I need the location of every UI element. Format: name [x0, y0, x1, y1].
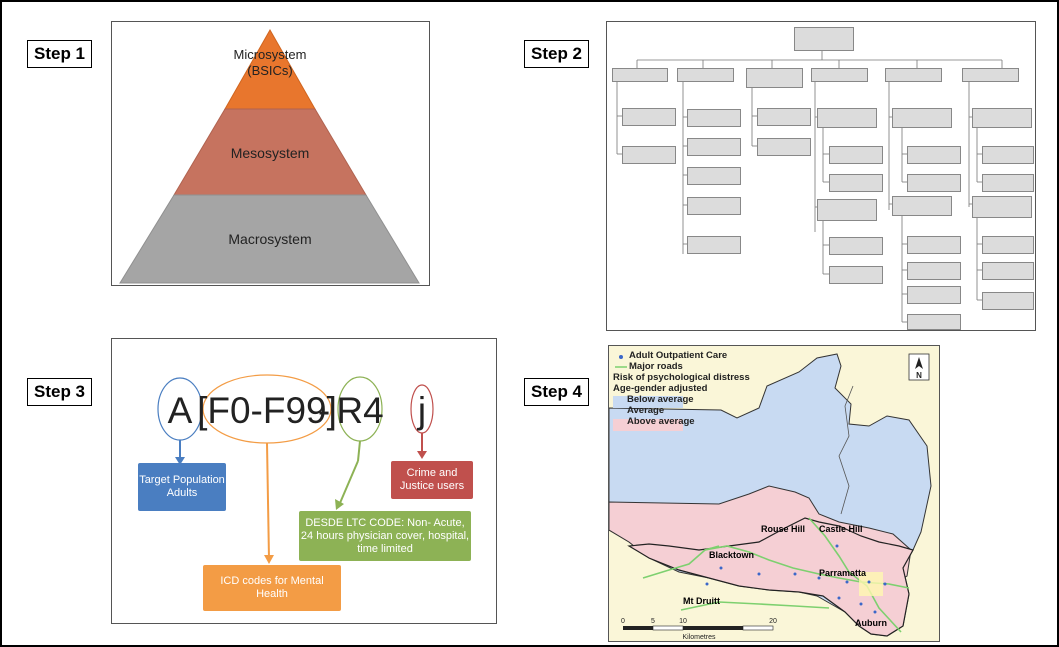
- org-chart-connectors: [616, 50, 1003, 323]
- org-node: [892, 108, 952, 128]
- legend-below-average-swatch: [613, 396, 683, 408]
- org-node: [829, 237, 883, 255]
- legend-age-gender: Age-gender adjusted: [613, 383, 708, 394]
- org-node: [687, 197, 741, 215]
- code-part-j: j: [417, 390, 426, 431]
- legend-risk: Risk of psychological distress: [613, 372, 750, 383]
- average-region: [859, 572, 883, 596]
- org-node: [982, 174, 1034, 192]
- place-mt-druitt: Mt Druitt: [683, 596, 720, 606]
- org-node: [622, 108, 676, 126]
- code-panel: A [F0-F99] - R4 j Target Population Adul…: [111, 338, 497, 624]
- org-node: [972, 196, 1032, 218]
- map-panel: N 0 5 10 20 Kilometres Adult Outpatient …: [608, 345, 940, 642]
- north-arrow: N: [908, 353, 930, 381]
- place-blacktown: Blacktown: [709, 550, 755, 560]
- org-node: [982, 236, 1034, 254]
- legend-below-average: Below average: [627, 394, 694, 405]
- desde-ltc-code-box: DESDE LTC CODE: Non- Acute, 24 hours phy…: [299, 511, 471, 561]
- major-road: [808, 517, 902, 633]
- org-node: [972, 108, 1032, 128]
- outpatient-markers: [619, 355, 887, 614]
- waterway: [838, 385, 854, 515]
- org-node: [757, 108, 811, 126]
- step-2-label: Step 2: [524, 40, 590, 68]
- org-node: [907, 146, 961, 164]
- step-3-label: Step 3: [27, 378, 93, 406]
- legend-average: Average: [627, 405, 665, 416]
- place-castle-hill: Castle Hill: [819, 524, 863, 534]
- org-node: [817, 199, 877, 221]
- svg-text:0: 0: [621, 618, 625, 625]
- org-chart-panel: [606, 21, 1036, 331]
- scale-bar: 0 5 10 20 Kilometres: [621, 618, 777, 641]
- macrosystem-layer: [119, 194, 420, 284]
- target-population-box: Target Population Adults: [138, 463, 226, 511]
- place-parramatta: Parramatta: [819, 568, 867, 578]
- org-node: [907, 314, 961, 330]
- svg-text:Kilometres: Kilometres: [682, 634, 716, 641]
- org-node: [677, 68, 734, 82]
- org-node: [907, 236, 961, 254]
- svg-text:N: N: [916, 371, 922, 380]
- org-node: [885, 68, 942, 82]
- org-node: [757, 138, 811, 156]
- org-node: [811, 68, 868, 82]
- svg-text:20: 20: [769, 618, 777, 625]
- place-auburn: Auburn: [855, 618, 887, 628]
- org-node: [687, 138, 741, 156]
- map-legend: Adult Outpatient Care Major roads Risk o…: [613, 350, 750, 427]
- legend-above-average-swatch: [613, 419, 683, 431]
- org-node: [829, 174, 883, 192]
- code-part-r4: R4: [336, 390, 383, 431]
- org-node: [612, 68, 668, 82]
- study-area-boundary: [627, 517, 914, 637]
- step-1-label: Step 1: [27, 40, 93, 68]
- code-part-dash: -: [318, 390, 330, 431]
- org-node: [687, 167, 741, 185]
- svg-text:5: 5: [651, 618, 655, 625]
- mesosystem-label: Mesosystem: [231, 145, 310, 161]
- code-diagram: A [F0-F99] - R4 j: [157, 374, 434, 564]
- pyramid-panel: Microsystem(BSICs) Mesosystem Macrosyste…: [111, 21, 430, 286]
- macrosystem-label: Macrosystem: [228, 231, 311, 247]
- org-node: [982, 146, 1034, 164]
- major-road: [642, 545, 720, 579]
- org-node: [746, 68, 803, 88]
- org-root-node: [794, 27, 854, 51]
- legend-outpatient: Adult Outpatient Care: [629, 350, 728, 361]
- org-node: [687, 109, 741, 127]
- icd-codes-box: ICD codes for Mental Health: [203, 565, 341, 611]
- org-node: [829, 146, 883, 164]
- step-4-label: Step 4: [524, 378, 590, 406]
- org-node: [907, 262, 961, 280]
- org-node: [892, 196, 952, 216]
- legend-major-roads: Major roads: [629, 361, 683, 372]
- crime-justice-box: Crime and Justice users: [391, 461, 473, 499]
- code-part-icd: [F0-F99]: [197, 390, 337, 431]
- org-node: [907, 286, 961, 304]
- org-node: [622, 146, 676, 164]
- svg-text:10: 10: [679, 618, 687, 625]
- org-node: [687, 236, 741, 254]
- org-node: [982, 262, 1034, 280]
- place-rouse-hill: Rouse Hill: [761, 524, 806, 534]
- major-road: [680, 601, 830, 611]
- legend-above-average: Above average: [627, 416, 695, 427]
- org-node: [982, 292, 1034, 310]
- org-node: [829, 266, 883, 284]
- org-node: [962, 68, 1019, 82]
- pyramid-diagram: Microsystem(BSICs) Mesosystem Macrosyste…: [119, 28, 420, 284]
- org-node: [817, 108, 877, 128]
- microsystem-label: Microsystem(BSICs): [234, 47, 307, 78]
- org-node: [907, 174, 961, 192]
- code-part-a: A: [168, 390, 193, 431]
- map-canvas: N 0 5 10 20 Kilometres: [609, 353, 932, 641]
